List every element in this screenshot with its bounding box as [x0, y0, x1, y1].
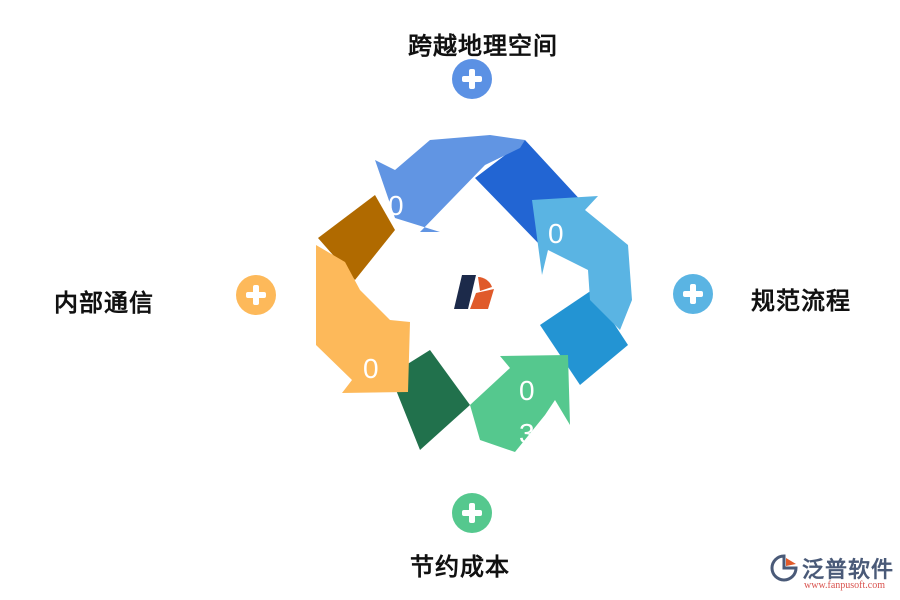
watermark: 泛普软件 www.fanpusoft.com — [770, 552, 895, 596]
plus-glyph-icon — [246, 285, 266, 305]
plus-glyph-icon — [462, 69, 482, 89]
step-01-digit-2: 1 — [388, 233, 404, 264]
label-left: 内部通信 — [54, 289, 154, 317]
center-logo-icon — [454, 275, 494, 309]
arrow-segment-04 — [316, 245, 410, 393]
watermark-logo-icon — [770, 554, 798, 582]
label-bottom: 节约成本 — [410, 553, 510, 581]
step-02-digit-2: 2 — [548, 261, 564, 292]
plus-glyph-icon — [462, 503, 482, 523]
step-03-digit-2: 3 — [519, 418, 535, 449]
plus-icon-bottom[interactable] — [452, 493, 492, 533]
arrow-segment-03 — [470, 355, 570, 452]
step-02-digit-1: 0 — [548, 218, 564, 249]
arrow-segment-01 — [375, 135, 525, 232]
plus-glyph-icon — [683, 284, 703, 304]
label-right: 规范流程 — [751, 287, 851, 315]
arrow-segment-02 — [532, 196, 632, 330]
fold-dark-green — [390, 350, 470, 450]
step-04-digit-1: 0 — [363, 353, 379, 384]
plus-icon-left[interactable] — [236, 275, 276, 315]
plus-icon-right[interactable] — [673, 274, 713, 314]
step-03-digit-1: 0 — [519, 375, 535, 406]
step-04-digit-2: 4 — [363, 396, 379, 427]
watermark-name: 泛普软件 — [802, 558, 895, 583]
step-01-digit-1: 0 — [388, 190, 404, 221]
label-top: 跨越地理空间 — [408, 32, 558, 60]
watermark-url: www.fanpusoft.com — [804, 580, 886, 591]
plus-icon-top[interactable] — [452, 59, 492, 99]
